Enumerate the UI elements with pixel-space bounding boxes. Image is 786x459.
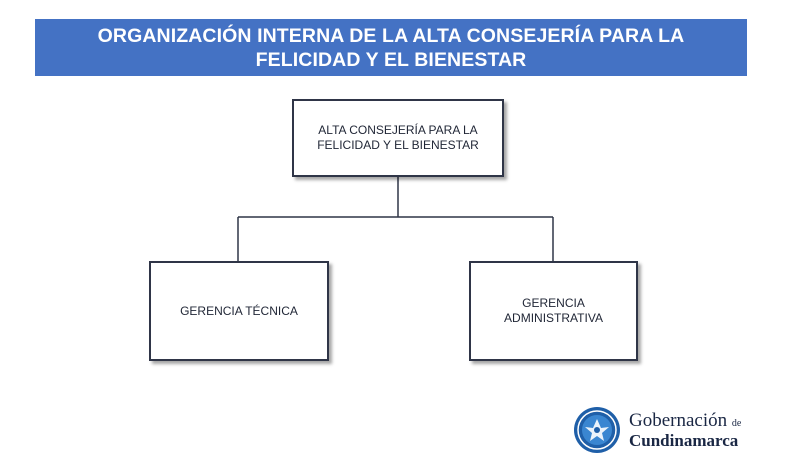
cundinamarca-seal-icon xyxy=(574,407,620,453)
logo-line1-small: de xyxy=(731,418,742,429)
org-node-gerencia-administrativa-label: GERENCIA ADMINISTRATIVA xyxy=(504,296,603,325)
gobernacion-logo: Gobernación de Cundinamarca xyxy=(573,404,773,456)
logo-line1-text: Gobernación xyxy=(629,410,728,431)
org-node-gerencia-tecnica: GERENCIA TÉCNICA xyxy=(149,261,329,361)
logo-line2: Cundinamarca xyxy=(629,431,739,450)
page-title: ORGANIZACIÓN INTERNA DE LA ALTA CONSEJER… xyxy=(97,24,685,71)
org-node-gerencia-tecnica-label: GERENCIA TÉCNICA xyxy=(180,303,298,318)
title-banner: ORGANIZACIÓN INTERNA DE LA ALTA CONSEJER… xyxy=(35,19,747,76)
org-node-root-label: ALTA CONSEJERÍA PARA LA FELICIDAD Y EL B… xyxy=(317,123,479,152)
org-node-gerencia-administrativa: GERENCIA ADMINISTRATIVA xyxy=(469,261,638,361)
logo-line1: Gobernación de xyxy=(629,411,741,430)
org-node-root: ALTA CONSEJERÍA PARA LA FELICIDAD Y EL B… xyxy=(292,99,504,177)
